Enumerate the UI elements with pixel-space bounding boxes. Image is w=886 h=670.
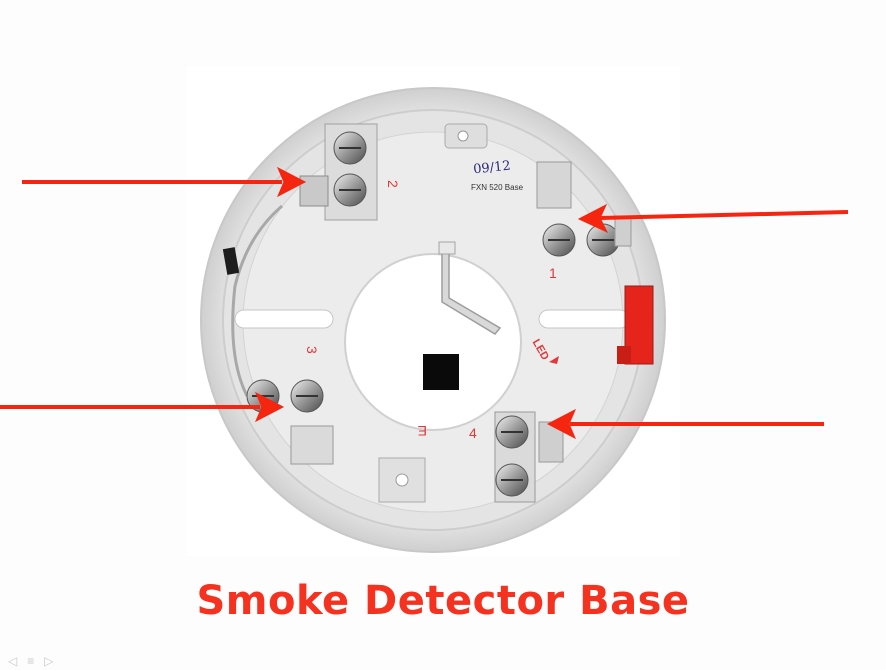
caption: Smoke Detector Base xyxy=(196,578,690,624)
center-black-square xyxy=(423,354,459,390)
prev-icon[interactable]: ◁ xyxy=(8,654,18,668)
terminal-label-1: 1 xyxy=(549,265,557,281)
date-marking: 09/12 xyxy=(473,159,512,178)
led-arrow-icon xyxy=(549,356,559,364)
menu-icon[interactable]: ≡ xyxy=(27,654,35,668)
terminal-label-2: 2 xyxy=(385,180,401,188)
terminal-label-3: 3 xyxy=(304,346,320,354)
product-photo: 09/12 FXN 520 Base 2 1 LED 3 xyxy=(187,66,680,556)
terminal-label-e: E xyxy=(418,423,427,439)
smoke-detector-base-illustration: 09/12 FXN 520 Base 2 1 LED 3 xyxy=(200,87,666,553)
terminal-label-4: 4 xyxy=(469,425,477,441)
next-icon[interactable]: ▷ xyxy=(44,654,54,668)
terminal-1 xyxy=(536,161,632,257)
right-slot xyxy=(538,309,630,329)
center-hole xyxy=(344,253,522,431)
left-slot xyxy=(234,309,334,329)
diode xyxy=(222,247,240,275)
model-marking: FXN 520 Base xyxy=(471,183,524,192)
player-controls[interactable]: ◁ ≡ ▷ xyxy=(0,652,128,670)
left-wire xyxy=(231,204,283,397)
